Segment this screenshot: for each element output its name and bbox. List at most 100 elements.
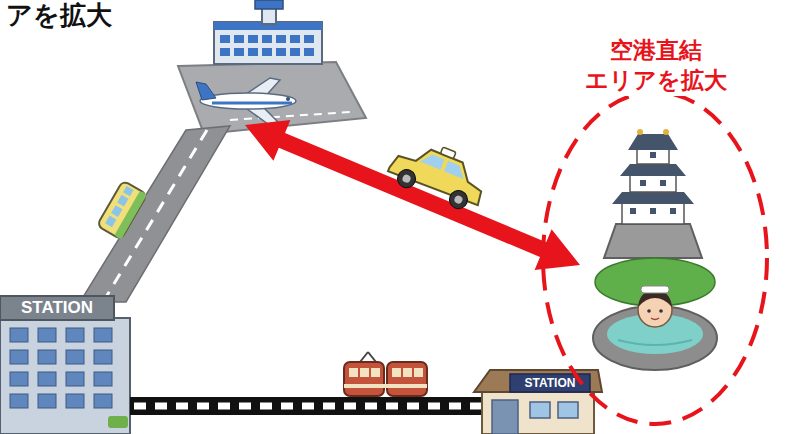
airport-direct-area: 空港直結 エリアを拡大	[540, 30, 772, 430]
castle-part	[628, 134, 678, 150]
train-part-part	[392, 368, 401, 377]
castle-part	[637, 129, 643, 135]
city-station	[0, 296, 130, 434]
castle-part-part	[650, 152, 656, 158]
airplane-part	[286, 97, 290, 101]
taxi-part	[388, 138, 490, 207]
road-part	[80, 126, 230, 302]
airport-part-part	[290, 48, 300, 56]
double-arrow	[245, 120, 580, 270]
airport-part-part	[304, 35, 314, 43]
railroad-part	[134, 403, 490, 410]
taxi-part	[453, 194, 463, 204]
hot-spring	[593, 258, 717, 370]
city-station-part	[0, 296, 114, 320]
airplane-part	[196, 82, 216, 100]
station-sign: STATION	[510, 374, 590, 392]
city-station-part	[108, 416, 128, 428]
train-part-part	[360, 368, 369, 377]
city-station-part-part	[94, 328, 112, 342]
hot-spring-part	[618, 340, 692, 345]
taxi-part	[440, 147, 456, 159]
hot-spring-part	[647, 309, 651, 313]
castle	[604, 129, 702, 258]
airport-part-part	[304, 48, 314, 56]
castle-part-part	[640, 180, 646, 186]
train-part	[344, 362, 384, 396]
train-part	[368, 352, 376, 362]
airport-part-part	[248, 35, 258, 43]
road	[80, 126, 230, 302]
city-station-part-part	[66, 328, 84, 342]
city-station-part-part	[10, 328, 28, 342]
airport-part-part	[220, 48, 230, 56]
hot-spring-part	[659, 309, 663, 313]
airport	[178, 0, 366, 134]
cut-off-heading: アを拡大	[6, 0, 112, 33]
city-station-part-part	[94, 394, 112, 408]
local-station-part	[492, 400, 518, 434]
airport-part-part	[234, 35, 244, 43]
castle-part-part	[670, 208, 676, 214]
airport-part-part	[262, 35, 272, 43]
city-station-part-part	[66, 394, 84, 408]
area-heading: 空港直結 エリアを拡大	[574, 36, 738, 96]
railroad	[130, 397, 490, 415]
airplane-part	[212, 102, 292, 105]
castle-part-part	[650, 208, 656, 214]
local-station-part	[482, 388, 594, 434]
bus-part	[123, 186, 133, 196]
taxi	[385, 131, 493, 215]
airport-part	[230, 112, 350, 120]
taxi-part	[401, 173, 411, 183]
airplane	[196, 78, 296, 124]
city-station-part-part	[66, 350, 84, 364]
city-station-part-part	[38, 394, 56, 408]
bus	[97, 180, 147, 239]
local-station-part	[558, 402, 578, 418]
airport-part	[255, 0, 283, 9]
train-part-part	[371, 368, 380, 377]
city-station-part-part	[94, 372, 112, 386]
city-station-part-part	[38, 328, 56, 342]
bus-part	[97, 180, 147, 239]
city-station-part-part	[10, 372, 28, 386]
train-part-part	[414, 368, 423, 377]
bus-part	[117, 195, 128, 207]
city-station-part-part	[66, 372, 84, 386]
railroad-part	[130, 397, 490, 415]
airport-part-part	[276, 48, 286, 56]
bus-part	[114, 190, 147, 239]
hot-spring-part	[641, 286, 669, 293]
city-station-part	[0, 318, 130, 434]
airport-part-part	[220, 35, 230, 43]
airport-part-part	[290, 35, 300, 43]
castle-part	[620, 164, 686, 176]
airport-part-part	[276, 35, 286, 43]
station-sign: STATION	[0, 296, 114, 320]
local-station	[474, 370, 602, 434]
train-part	[344, 384, 427, 388]
castle-part	[630, 152, 676, 214]
bus-part	[105, 216, 116, 228]
castle-part	[612, 192, 694, 204]
airport-part	[220, 35, 314, 56]
bus-part	[111, 205, 122, 217]
local-station-part	[474, 370, 602, 392]
airport-part-part	[248, 48, 258, 56]
train-part-part	[349, 368, 358, 377]
dashed-circle	[543, 92, 767, 424]
hot-spring-part	[607, 314, 703, 354]
airport-part-part	[234, 48, 244, 56]
train-part	[387, 362, 427, 396]
airport-part-part	[262, 48, 272, 56]
airport-part	[214, 22, 322, 64]
taxi-part	[395, 167, 418, 190]
city-station-part-part	[38, 350, 56, 364]
train-part	[360, 352, 368, 362]
castle-part	[604, 224, 702, 258]
taxi-part	[447, 188, 470, 211]
train-part-part	[403, 368, 412, 377]
